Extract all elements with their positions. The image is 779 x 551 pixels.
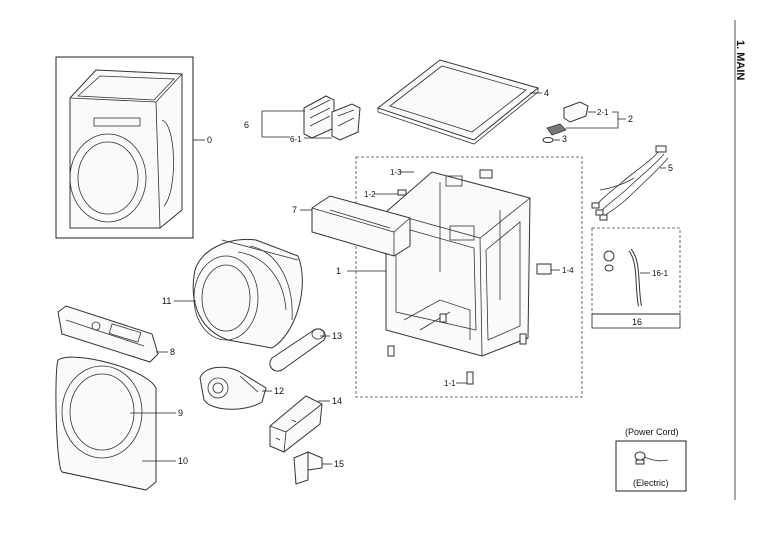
callout-4: 4: [544, 88, 549, 98]
callout-3: 3: [562, 134, 567, 144]
group-1-dashed-frame: [355, 156, 583, 398]
callout-9: 9: [178, 408, 183, 418]
callout-14: 14: [332, 396, 342, 406]
leader-2: [566, 111, 626, 129]
callout-12: 12: [274, 386, 284, 396]
part-13-exhaust-duct[interactable]: [269, 328, 326, 372]
part-1-cabinet-frame[interactable]: [385, 171, 531, 357]
power-cord-caption: (Electric): [633, 478, 669, 488]
callout-16-1: 16-1: [652, 269, 669, 278]
callout-6: 6: [244, 120, 249, 130]
callout-1-3: 1-3: [390, 168, 402, 177]
callout-8: 8: [170, 347, 175, 357]
part-2-1-sensor[interactable]: [563, 101, 589, 123]
part-11-drum[interactable]: [192, 238, 303, 349]
part-15-bracket[interactable]: [293, 451, 323, 485]
part-1-2-bracket[interactable]: [397, 189, 407, 196]
part-1-1-leveling-feet[interactable]: [387, 313, 527, 385]
part-3-screw[interactable]: [542, 137, 554, 143]
callout-1-2: 1-2: [364, 190, 376, 199]
callout-7: 7: [292, 205, 297, 215]
callout-1: 1: [336, 266, 341, 276]
power-cord-part[interactable]: [634, 451, 669, 465]
callout-0: 0: [207, 135, 212, 145]
part-16-1-hose[interactable]: [628, 248, 642, 307]
callout-1-4: 1-4: [562, 266, 574, 275]
part-1-3-bracket[interactable]: [479, 169, 493, 179]
leader-6: [261, 110, 305, 138]
section-title: 1. MAIN: [734, 40, 746, 81]
callout-16: 16: [632, 317, 642, 327]
group-16-label-box: [591, 313, 681, 329]
part-6-bracket-assembly[interactable]: [303, 95, 361, 141]
part-14-heater-assembly[interactable]: [269, 395, 323, 453]
callout-10: 10: [178, 456, 188, 466]
callout-5: 5: [668, 163, 673, 173]
part-1-4-hinge[interactable]: [536, 263, 552, 275]
callout-1-1: 1-1: [444, 379, 456, 388]
part-12-blower-housing[interactable]: [199, 366, 267, 410]
part-16-fitting[interactable]: [603, 250, 615, 272]
power-cord-box: [615, 440, 687, 492]
power-cord-title: (Power Cord): [625, 427, 679, 437]
callout-2: 2: [628, 114, 633, 124]
callout-11: 11: [162, 296, 171, 306]
part-5-wire-harness[interactable]: [591, 145, 669, 221]
callout-2-1: 2-1: [597, 108, 609, 117]
part-10-front-panel[interactable]: [61, 471, 147, 491]
callout-15: 15: [334, 459, 344, 469]
part-2-pad[interactable]: [546, 123, 567, 136]
callout-13: 13: [332, 331, 342, 341]
part-9-door[interactable]: [55, 356, 157, 491]
part-8-control-panel[interactable]: [57, 305, 159, 363]
part-0-dryer-assembly[interactable]: [55, 56, 194, 239]
part-7-duct[interactable]: [311, 195, 411, 257]
part-4-top-cover[interactable]: [376, 59, 540, 145]
callout-6-1: 6-1: [290, 135, 302, 144]
